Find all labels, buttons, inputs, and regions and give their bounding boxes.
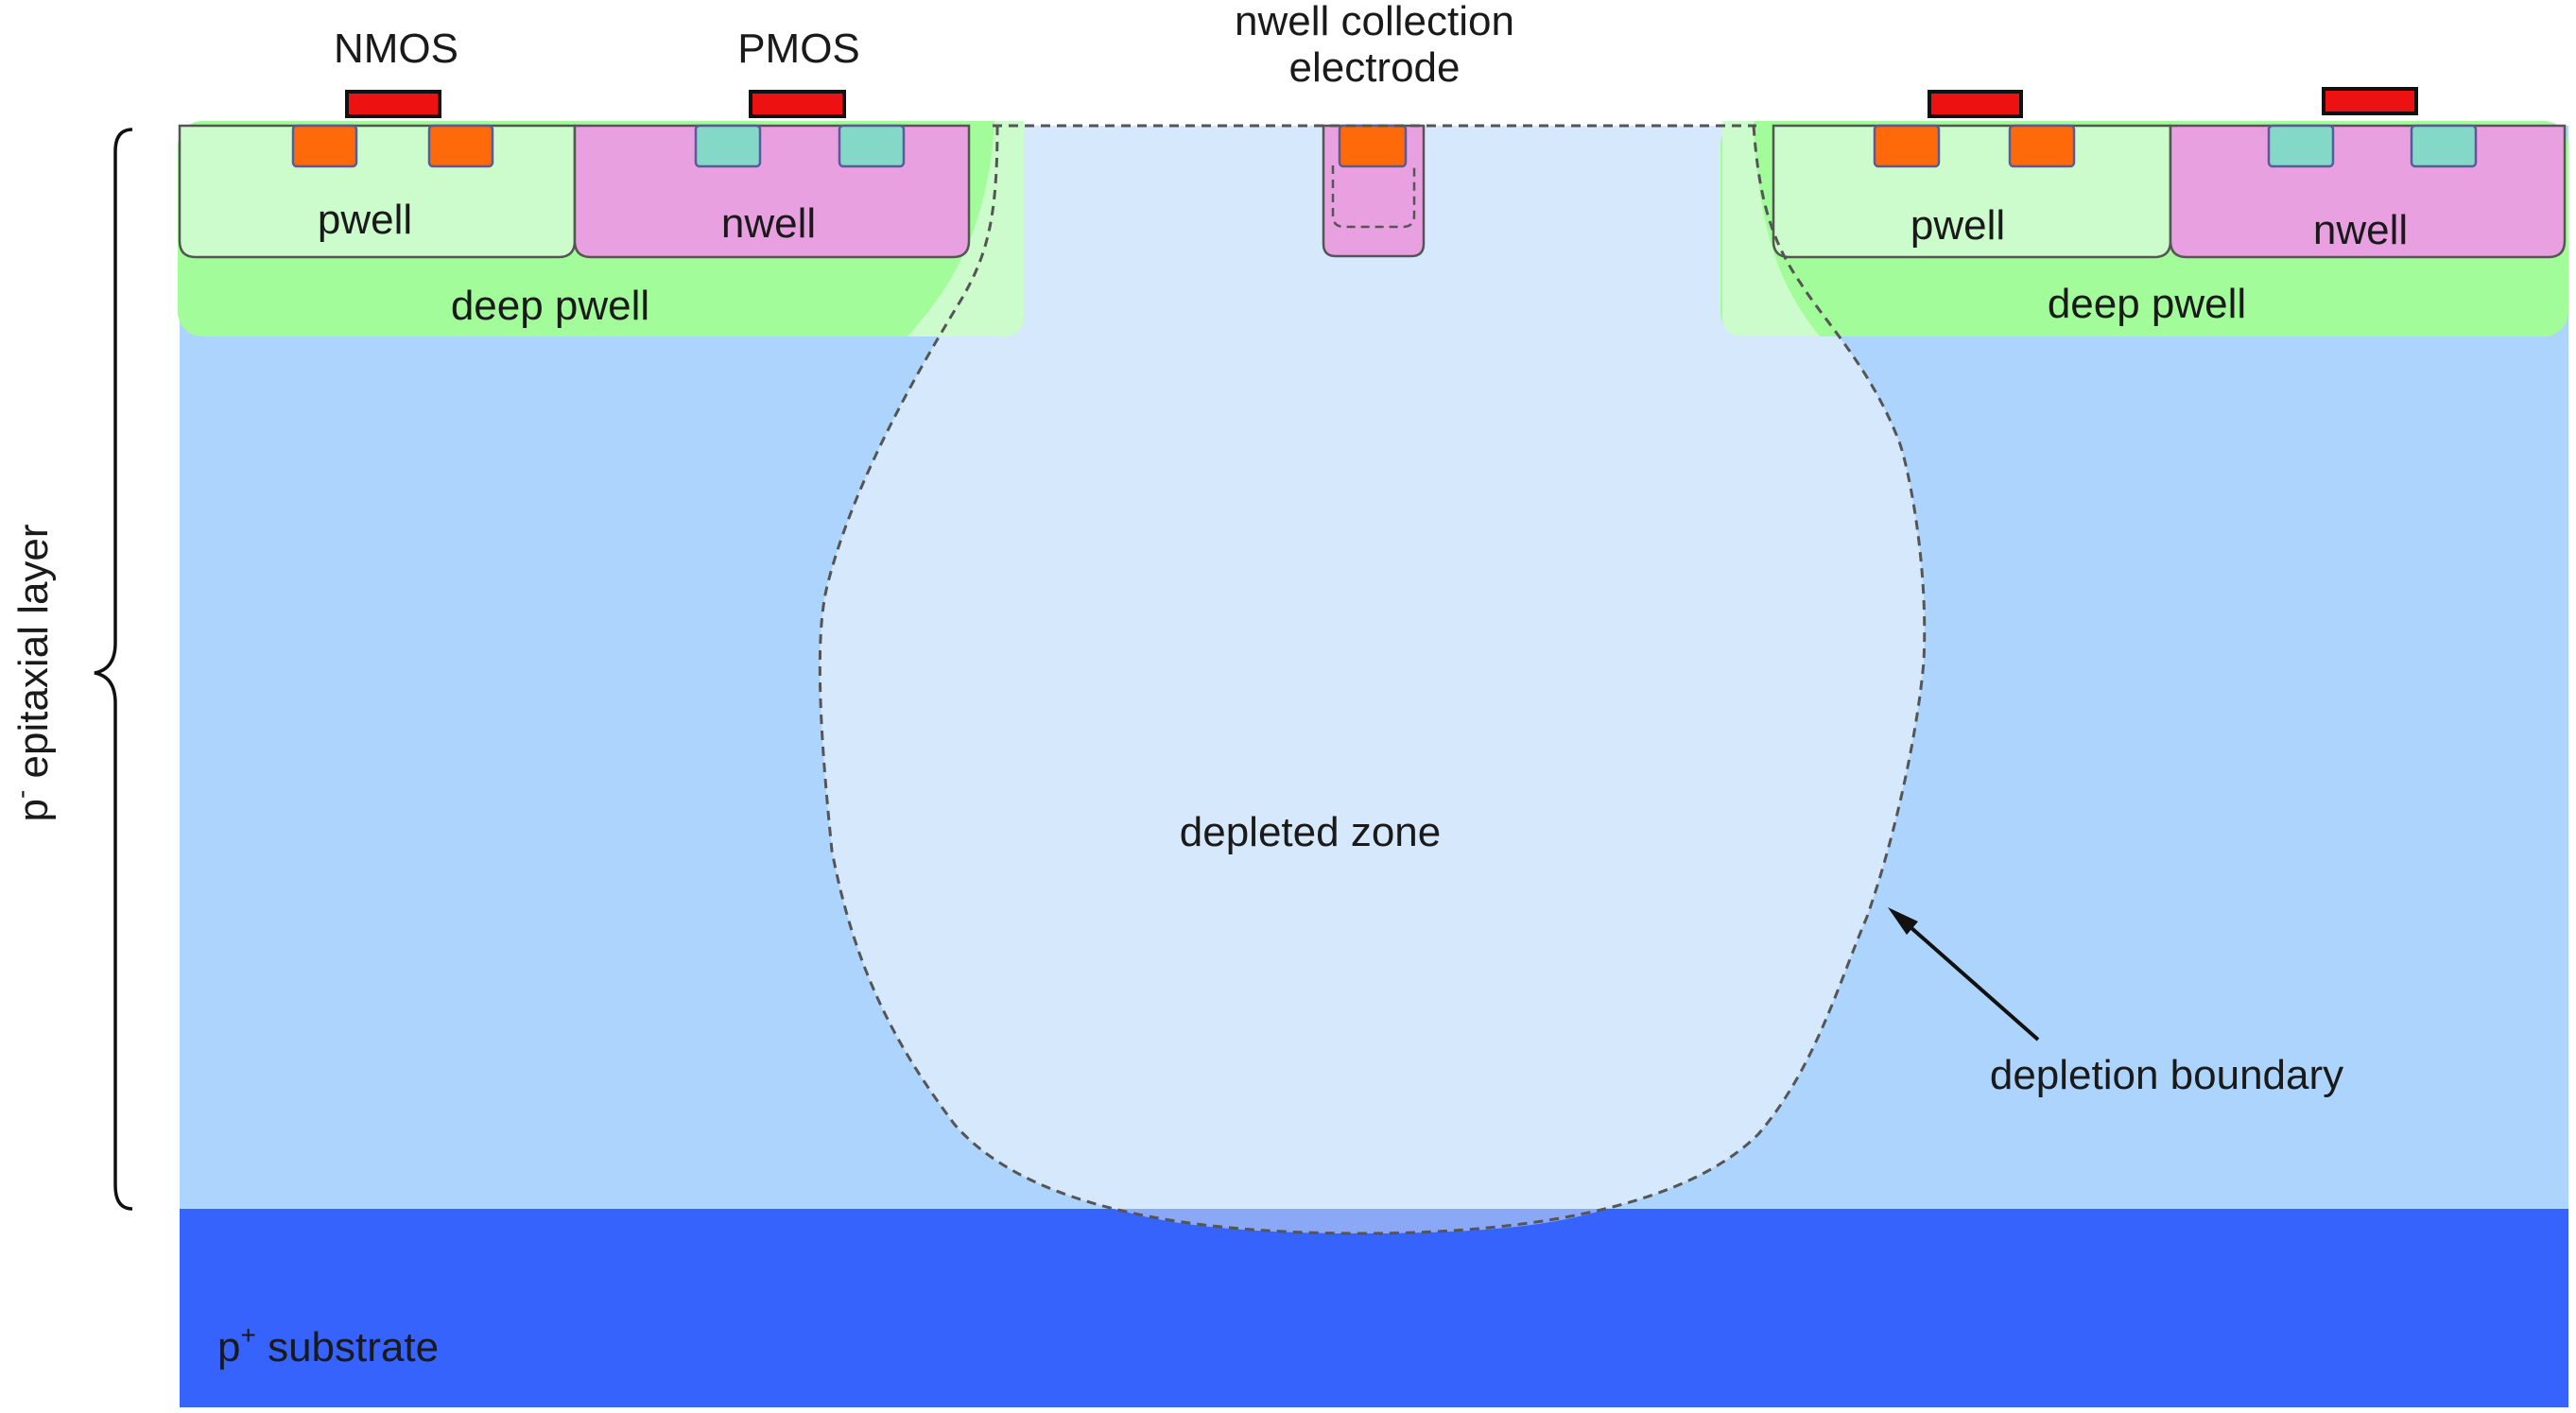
pmos-drain-diffusion [838, 124, 906, 168]
nwell-left-label: nwell [721, 200, 816, 247]
pmos-right-gate [2322, 87, 2418, 115]
deep-pwell-left-label: deep pwell [451, 283, 649, 329]
epitaxial-layer-brace [94, 128, 133, 1211]
nmos-gate [345, 90, 441, 118]
electrode-label-line1: nwell collection [1235, 0, 1514, 44]
deep-pwell-right-depleted-part [1722, 121, 1820, 336]
pwell-right-label: pwell [1910, 202, 2005, 249]
pmos-right-source-diffusion [2267, 124, 2335, 168]
nwell-right-label: nwell [2313, 207, 2408, 253]
nmos-right-gate [1928, 90, 2023, 118]
epitaxial-layer-label: p- epitaxial layer [7, 524, 57, 821]
nmos-right-drain-diffusion [2008, 124, 2076, 168]
substrate-label-sup: + [240, 1320, 255, 1350]
depleted-zone-label: depleted zone [1180, 809, 1441, 855]
nmos-source-diffusion [291, 124, 358, 168]
depletion-substrate-overlap [1115, 1209, 1607, 1233]
nmos-drain-diffusion [427, 124, 494, 168]
depletion-boundary-label: depletion boundary [1990, 1052, 2343, 1098]
epitaxial-label-rest: epitaxial layer [10, 524, 57, 789]
pmos-gate [749, 90, 846, 118]
substrate-label-rest: substrate [256, 1324, 439, 1370]
epitaxial-label-base: p [10, 799, 57, 821]
depletion-boundary-arrow [1900, 918, 2040, 1042]
electrode-label-line2: electrode [1288, 44, 1460, 91]
deep-pwell-right-label: deep pwell [2048, 281, 2246, 327]
depletion-boundary-line [818, 125, 1927, 1235]
pmos-label: PMOS [737, 26, 860, 72]
nmos-label: NMOS [334, 26, 458, 72]
electrode-contact [1338, 124, 1408, 168]
substrate-label-base: p [217, 1324, 240, 1370]
pwell-left-label: pwell [318, 197, 412, 243]
epitaxial-label-sup: - [7, 790, 36, 799]
nmos-right-source-diffusion [1873, 124, 1941, 168]
substrate-layer [180, 1209, 2568, 1407]
pmos-right-drain-diffusion [2410, 124, 2478, 168]
depletion-boundary-arrowhead [1888, 907, 1918, 935]
substrate-label: p+ substrate [217, 1320, 439, 1370]
depleted-zone [820, 126, 1925, 1233]
pmos-source-diffusion [694, 124, 762, 168]
